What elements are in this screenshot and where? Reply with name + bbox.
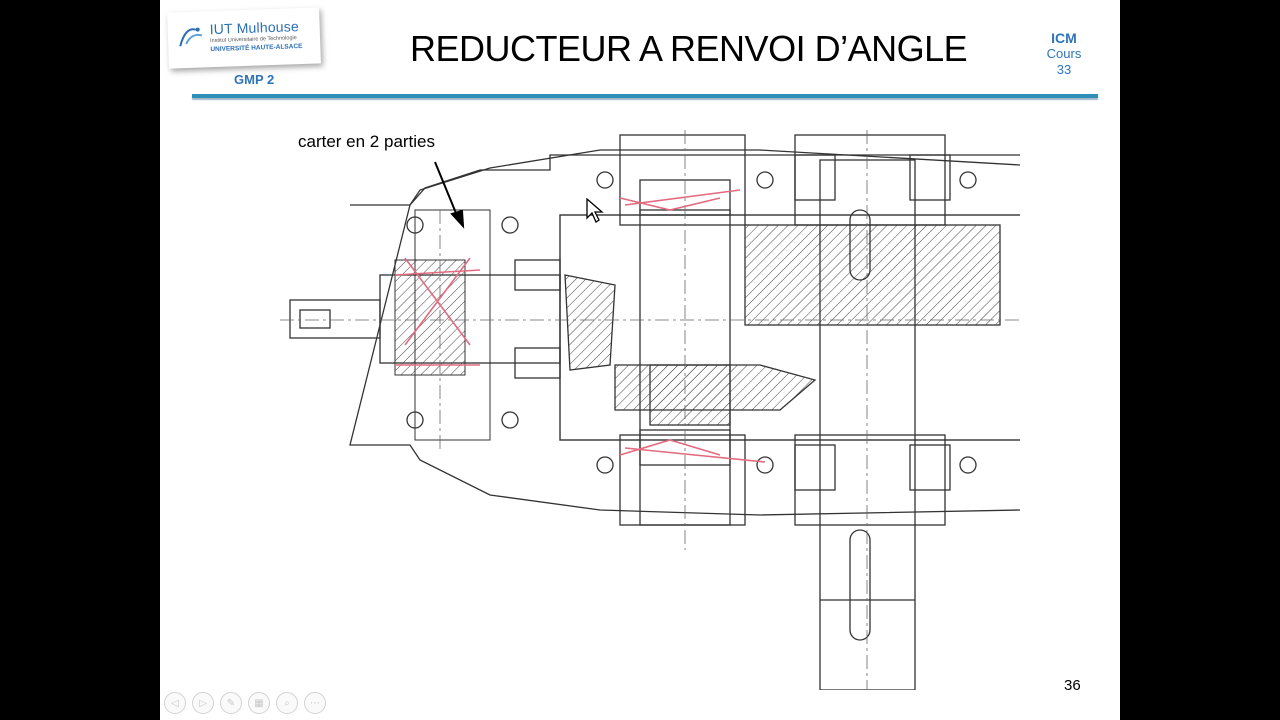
next-slide-button[interactable]: ▷ [192, 692, 214, 714]
zoom-button[interactable]: ⌕ [276, 692, 298, 714]
slide-title: REDUCTEUR A RENVOI D’ANGLE [410, 28, 968, 69]
presentation-controls: ◁ ▷ ✎ ▦ ⌕ ⋯ [164, 692, 326, 714]
previous-slide-button[interactable]: ◁ [164, 692, 186, 714]
course-info: ICM Cours 33 [1030, 30, 1098, 78]
logo-university: UNIVERSITÉ HAUTE-ALSACE [210, 42, 303, 54]
more-options-button[interactable]: ⋯ [304, 692, 326, 714]
gearbox-technical-drawing [280, 130, 1020, 690]
program-label: GMP 2 [234, 72, 275, 87]
pen-icon: ✎ [226, 697, 236, 709]
bearing-load-lines [394, 189, 766, 463]
annotation-arrow [434, 161, 465, 229]
course-number: 33 [1056, 62, 1072, 77]
zoom-icon: ⌕ [284, 697, 290, 709]
header-divider [192, 94, 1098, 98]
previous-icon: ◁ [171, 697, 179, 709]
grid-icon: ▦ [254, 697, 264, 709]
annotation-label: carter en 2 parties [298, 132, 436, 151]
pen-tool-button[interactable]: ✎ [220, 692, 242, 714]
next-icon: ▷ [199, 697, 207, 709]
more-icon: ⋯ [310, 697, 320, 709]
course-type: Cours [1046, 46, 1082, 61]
logo-name: IUT Mulhouse [209, 18, 300, 38]
iut-logo-mark-icon [179, 27, 203, 47]
page-number: 36 [1064, 677, 1081, 694]
slides-grid-button[interactable]: ▦ [248, 692, 270, 714]
mouse-cursor-icon [586, 198, 604, 223]
slide: IUT Mulhouse Institut Universitaire de T… [160, 0, 1120, 720]
course-code: ICM [1051, 30, 1077, 46]
iut-logo: IUT Mulhouse Institut Universitaire de T… [167, 7, 321, 69]
